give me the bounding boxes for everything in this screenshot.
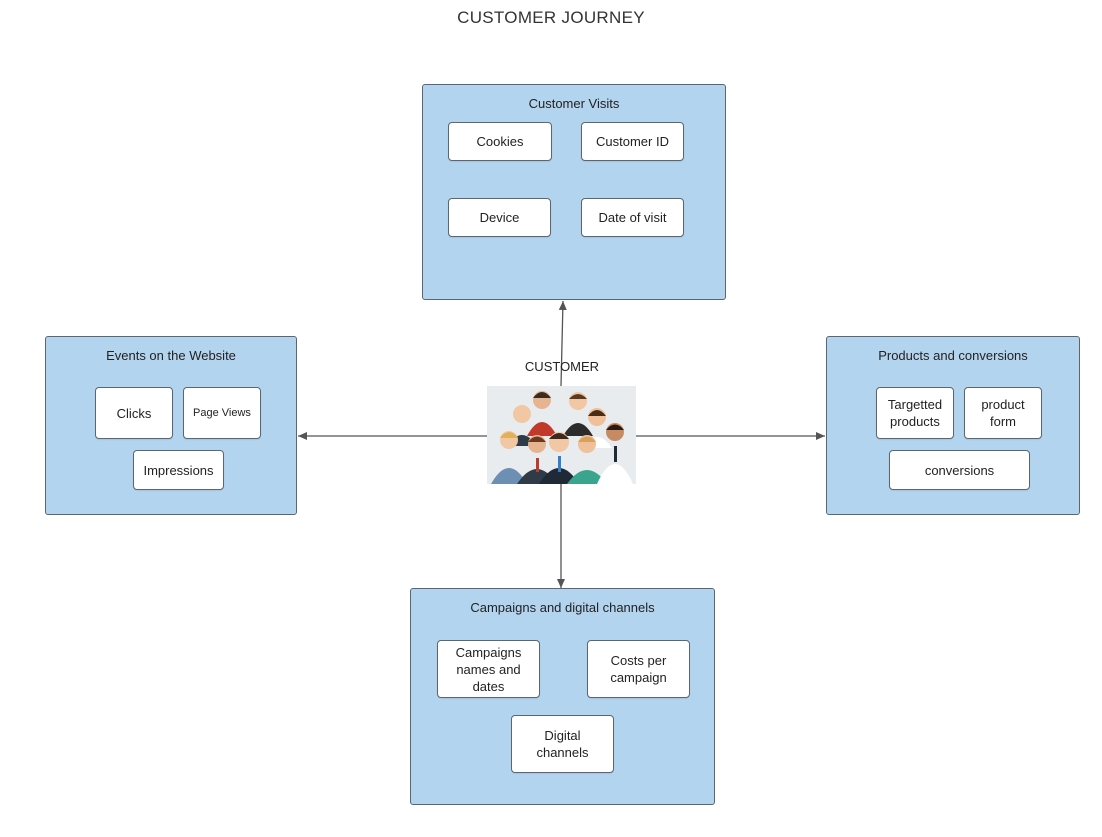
arrow-to-customer-visits	[558, 300, 567, 387]
people-group-icon	[487, 386, 636, 484]
node-device: Device	[448, 198, 551, 237]
node-impressions: Impressions	[133, 450, 224, 490]
diagram-title: CUSTOMER JOURNEY	[457, 8, 645, 27]
node-targetted-products: Targetted products	[876, 387, 954, 439]
group-campaigns-and-channels: Campaigns and digital channels Campaigns…	[410, 588, 715, 805]
center-customer-label: CUSTOMER	[524, 359, 600, 374]
node-clicks: Clicks	[95, 387, 173, 439]
node-campaign-names-dates: Campaigns names and dates	[437, 640, 540, 698]
node-costs-per-campaign: Costs per campaign	[587, 640, 690, 698]
group-customer-visits: Customer Visits Cookies Customer ID Devi…	[422, 84, 726, 300]
node-conversions: conversions	[889, 450, 1030, 490]
node-customer-id: Customer ID	[581, 122, 684, 161]
group-title: Products and conversions	[878, 348, 1028, 363]
group-products-and-conversions: Products and conversions Targetted produ…	[826, 336, 1080, 515]
node-cookies: Cookies	[448, 122, 552, 161]
group-title: Customer Visits	[528, 96, 620, 111]
node-digital-channels: Digital channels	[511, 715, 614, 773]
node-page-views: Page Views	[183, 387, 261, 439]
node-product-form: product form	[964, 387, 1042, 439]
group-title: Events on the Website	[106, 348, 236, 363]
group-title: Campaigns and digital channels	[470, 600, 655, 615]
group-events-on-website: Events on the Website Clicks Page Views …	[45, 336, 297, 515]
node-date-of-visit: Date of visit	[581, 198, 684, 237]
